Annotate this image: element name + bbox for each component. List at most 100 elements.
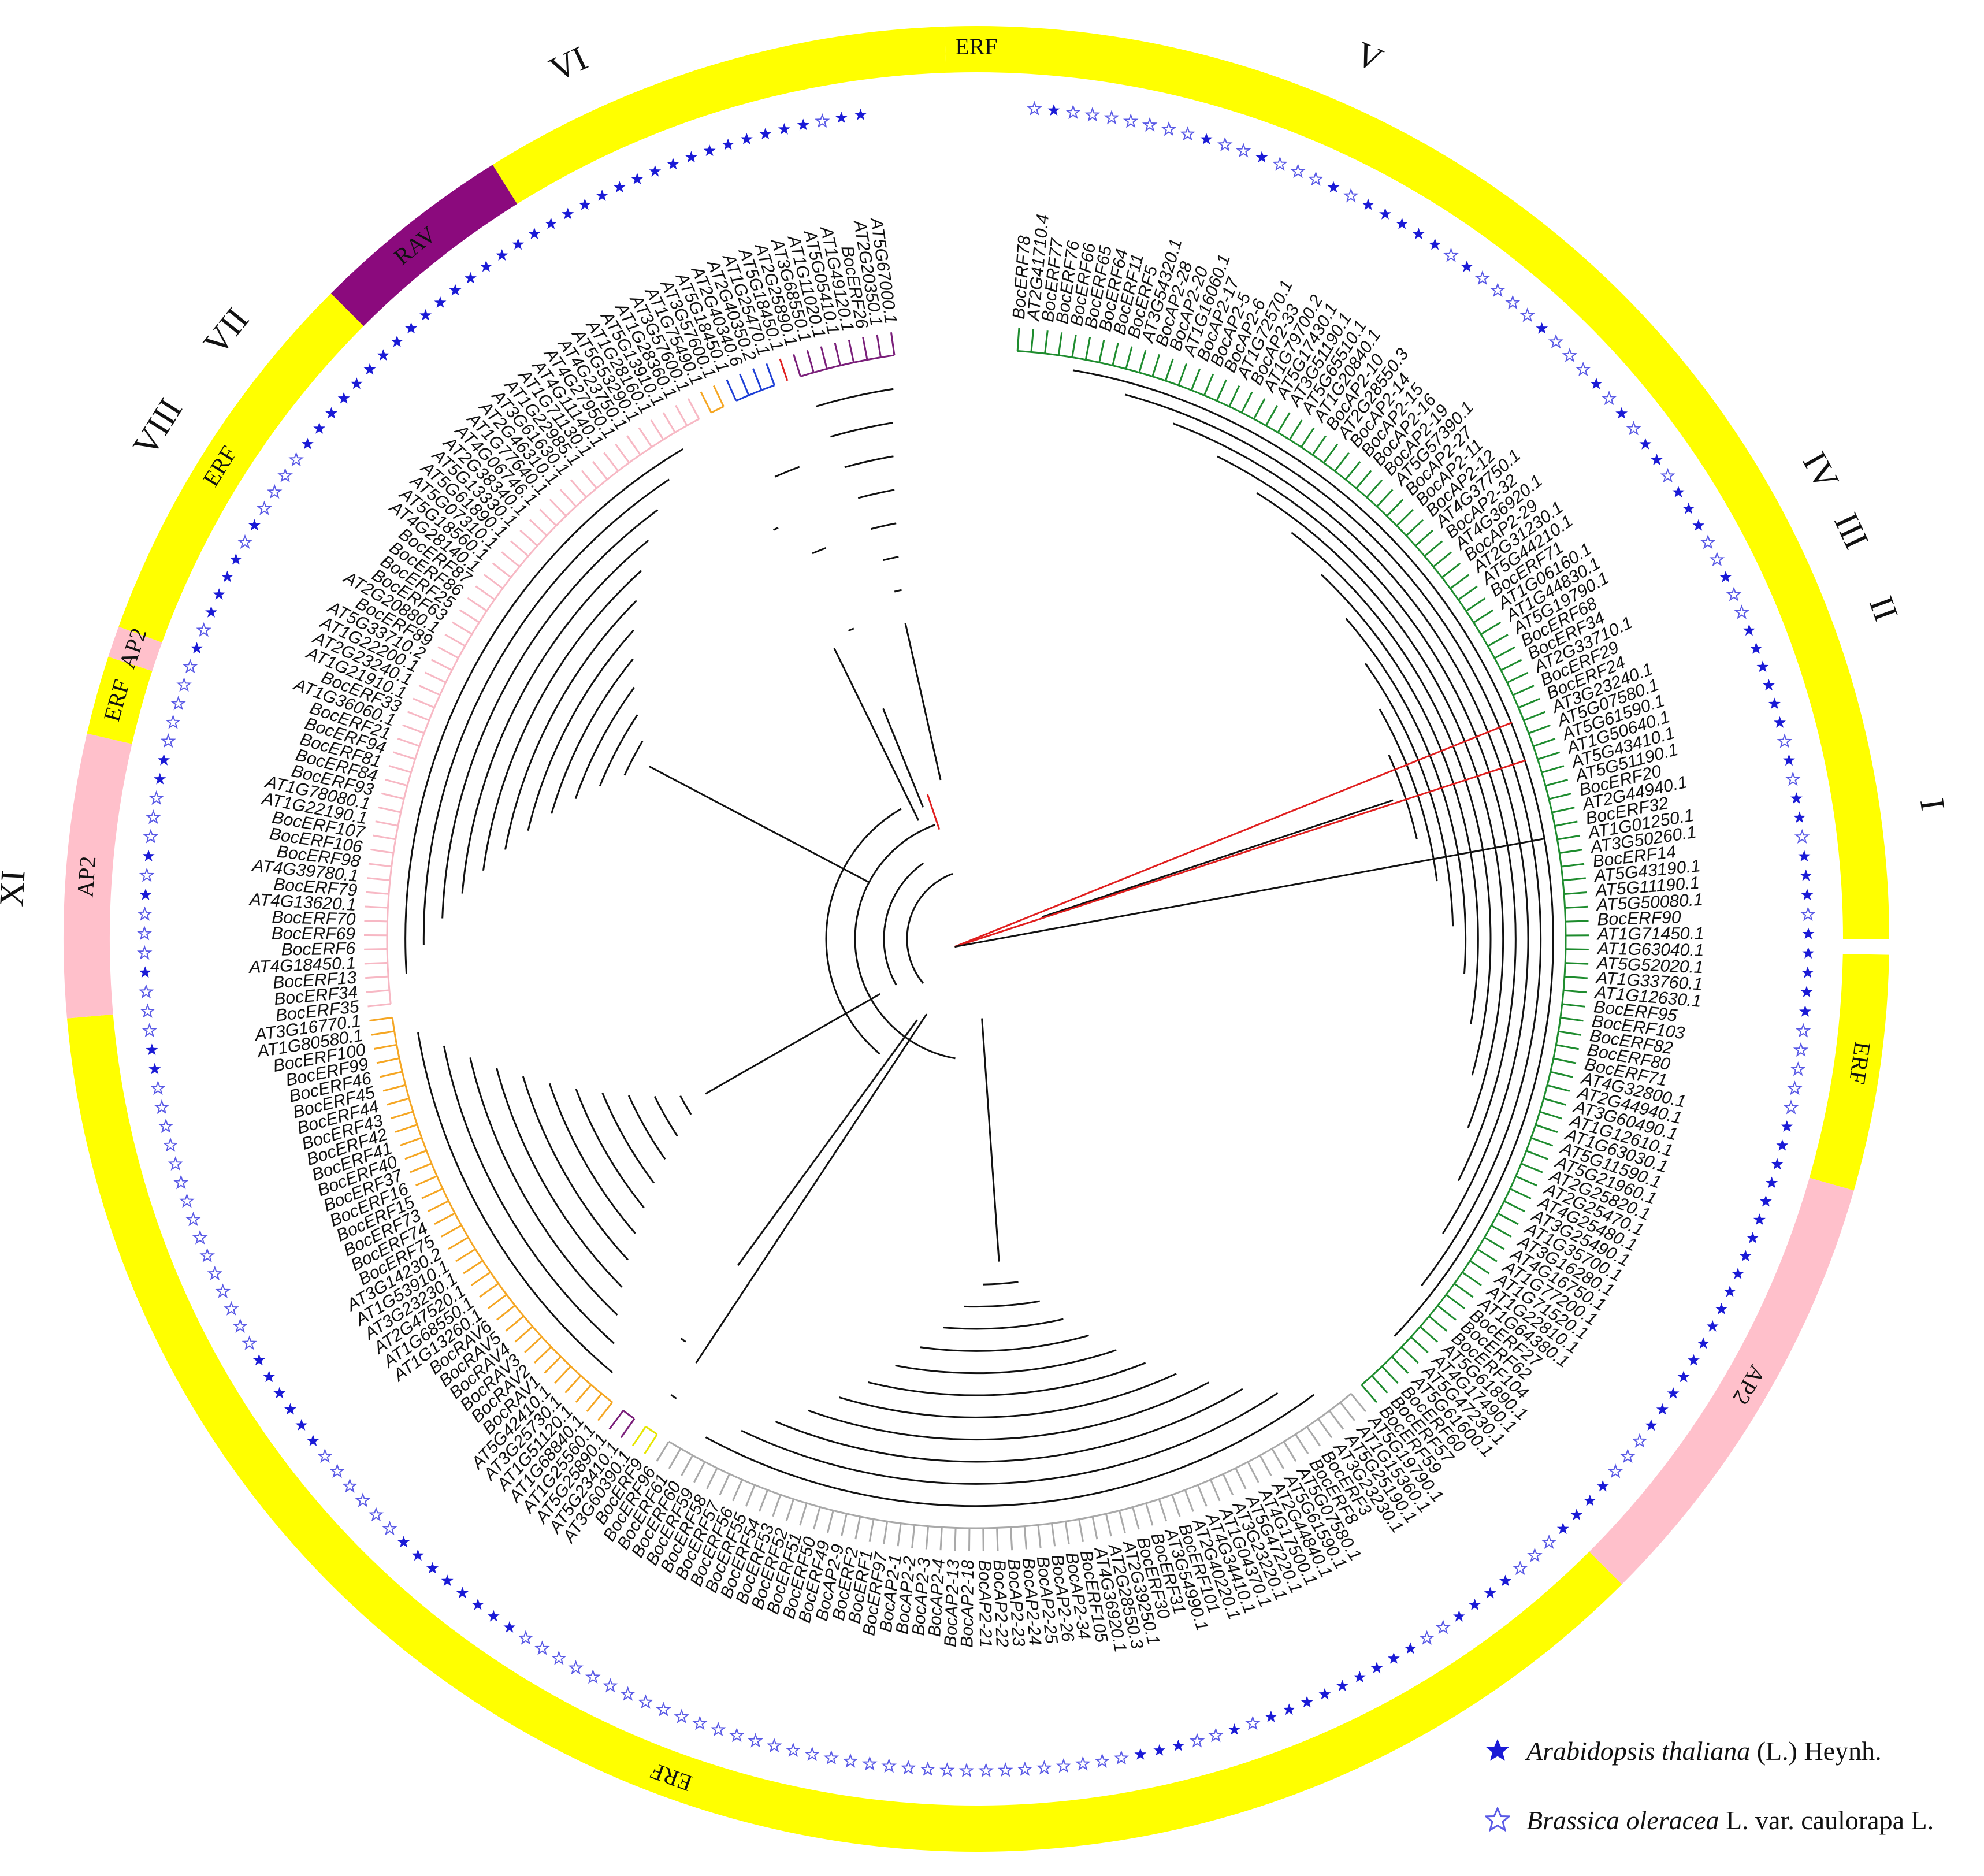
tip-branch [1564,975,1588,979]
arabidopsis-star-icon [1723,1285,1736,1297]
arabidopsis-star-icon [1536,322,1548,334]
arabidopsis-star-icon [313,422,326,434]
tip-branch [487,1294,507,1309]
ring-segment-erf [492,26,946,204]
tip-branch [586,1393,603,1412]
tip-branch [675,404,688,426]
arabidopsis-star-icon [146,1043,158,1056]
brassica-star-icon [978,1762,994,1778]
tip-branch [1366,479,1383,498]
tip-branch [1084,337,1091,360]
leaf-label: BocERF69 [272,924,356,943]
tip-branch [868,1519,875,1543]
arabidopsis-star-icon [1656,1403,1669,1415]
tip-branch [1562,1003,1585,1008]
tip-branch [524,1336,543,1353]
brassica-star-icon [1474,270,1491,285]
arabidopsis-star-icon [1200,133,1213,144]
tip-branch [510,540,529,557]
arabidopsis-star-icon [1802,927,1815,939]
tip-branch [1465,597,1486,612]
arabidopsis-star-icon [1396,217,1409,229]
clade-stem [981,1018,1000,1262]
brassica-star-icon [710,1721,726,1737]
brassica-star-icon [1785,771,1801,786]
tip-branch [1480,621,1502,636]
tip-branch [1528,724,1551,734]
internal-arc [668,1393,1352,1529]
tip-branch [1565,948,1589,950]
brassica-star-icon [179,1193,195,1208]
internal-arc [808,1381,1209,1441]
arabidopsis-star-icon [263,1370,276,1383]
internal-arc [775,1388,1243,1463]
tip-branch [883,1521,889,1545]
brassica-star-icon [288,451,304,467]
brassica-star-icon [842,1753,859,1768]
tip-branch [1078,1519,1084,1543]
internal-arc [1345,618,1467,974]
arabidopsis-star-icon [350,377,363,389]
brassica-star-icon [176,677,192,692]
arabidopsis-star-icon [1667,1387,1680,1399]
tip-branch [848,339,855,363]
internal-arc [711,406,725,414]
brassica-star-icon [1290,163,1306,179]
tip-branch [1328,1410,1344,1430]
arabidopsis-star-icon [1771,1158,1784,1170]
arabidopsis-star-icon [1387,1652,1400,1664]
arabidopsis-star-icon [722,138,734,150]
arabidopsis-star-icon [685,151,697,163]
brassica-star-icon [861,1756,878,1771]
tip-branch [706,1468,718,1489]
tip-branch [656,1441,670,1462]
brassica-star-icon [146,809,161,824]
brassica-star-icon [1700,534,1716,549]
internal-arc [391,1017,613,1403]
brassica-star-icon [1800,906,1816,922]
tip-branch [421,1187,443,1199]
legend-item-brassica: Brassica oleracea L. var. caulorapa L. [1485,1785,1934,1855]
tip-branch [367,877,391,882]
internal-arc [441,509,659,919]
tip-branch [378,806,402,813]
tip-branch [519,529,538,547]
internal-arc [857,489,895,499]
tip-branch [1557,834,1581,841]
arabidopsis-star-icon [503,1621,516,1633]
tip-branch [1560,1017,1584,1022]
tip-branch [1497,1212,1519,1225]
internal-arc [982,1281,1019,1286]
arabidopsis-star-icon [1732,1268,1744,1279]
arabidopsis-star-icon [1153,1744,1166,1756]
brassica-star-icon [1419,1630,1435,1645]
arabidopsis-star-icon [248,519,261,531]
brassica-star-icon [1527,1547,1543,1562]
legend: Arabidopsis thaliana (L.) Heynh. Brassic… [1485,1716,1934,1855]
arabidopsis-star-icon [1645,1419,1658,1431]
brassica-star-icon [1541,1534,1557,1549]
arabidopsis-star-icon [1370,1662,1383,1674]
arabidopsis-star-icon [1682,502,1695,514]
tip-branch [1510,1188,1532,1199]
arabidopsis-star-icon [1353,1671,1366,1682]
tip-branch [448,1236,469,1250]
arabidopsis-star-icon [545,217,558,229]
tip-branch [434,1212,456,1225]
tip-branch [1091,1516,1098,1540]
tip-branch [399,1136,422,1147]
internal-arc [1173,422,1529,1234]
tip-branch [1203,373,1214,396]
brassica-star-icon [207,1265,223,1281]
internal-arc [741,1392,1279,1485]
brassica-star-icon [1180,126,1195,141]
tip-branch [402,724,425,734]
tip-branch [505,1315,525,1332]
tip-branch [793,354,801,377]
tip-branch [1533,738,1556,748]
brassica-star-icon [242,1335,257,1350]
arabidopsis-star-icon [456,1587,469,1599]
tip-branch [862,337,868,360]
tip-branch [1547,1084,1570,1092]
tip-branch [1300,427,1315,448]
